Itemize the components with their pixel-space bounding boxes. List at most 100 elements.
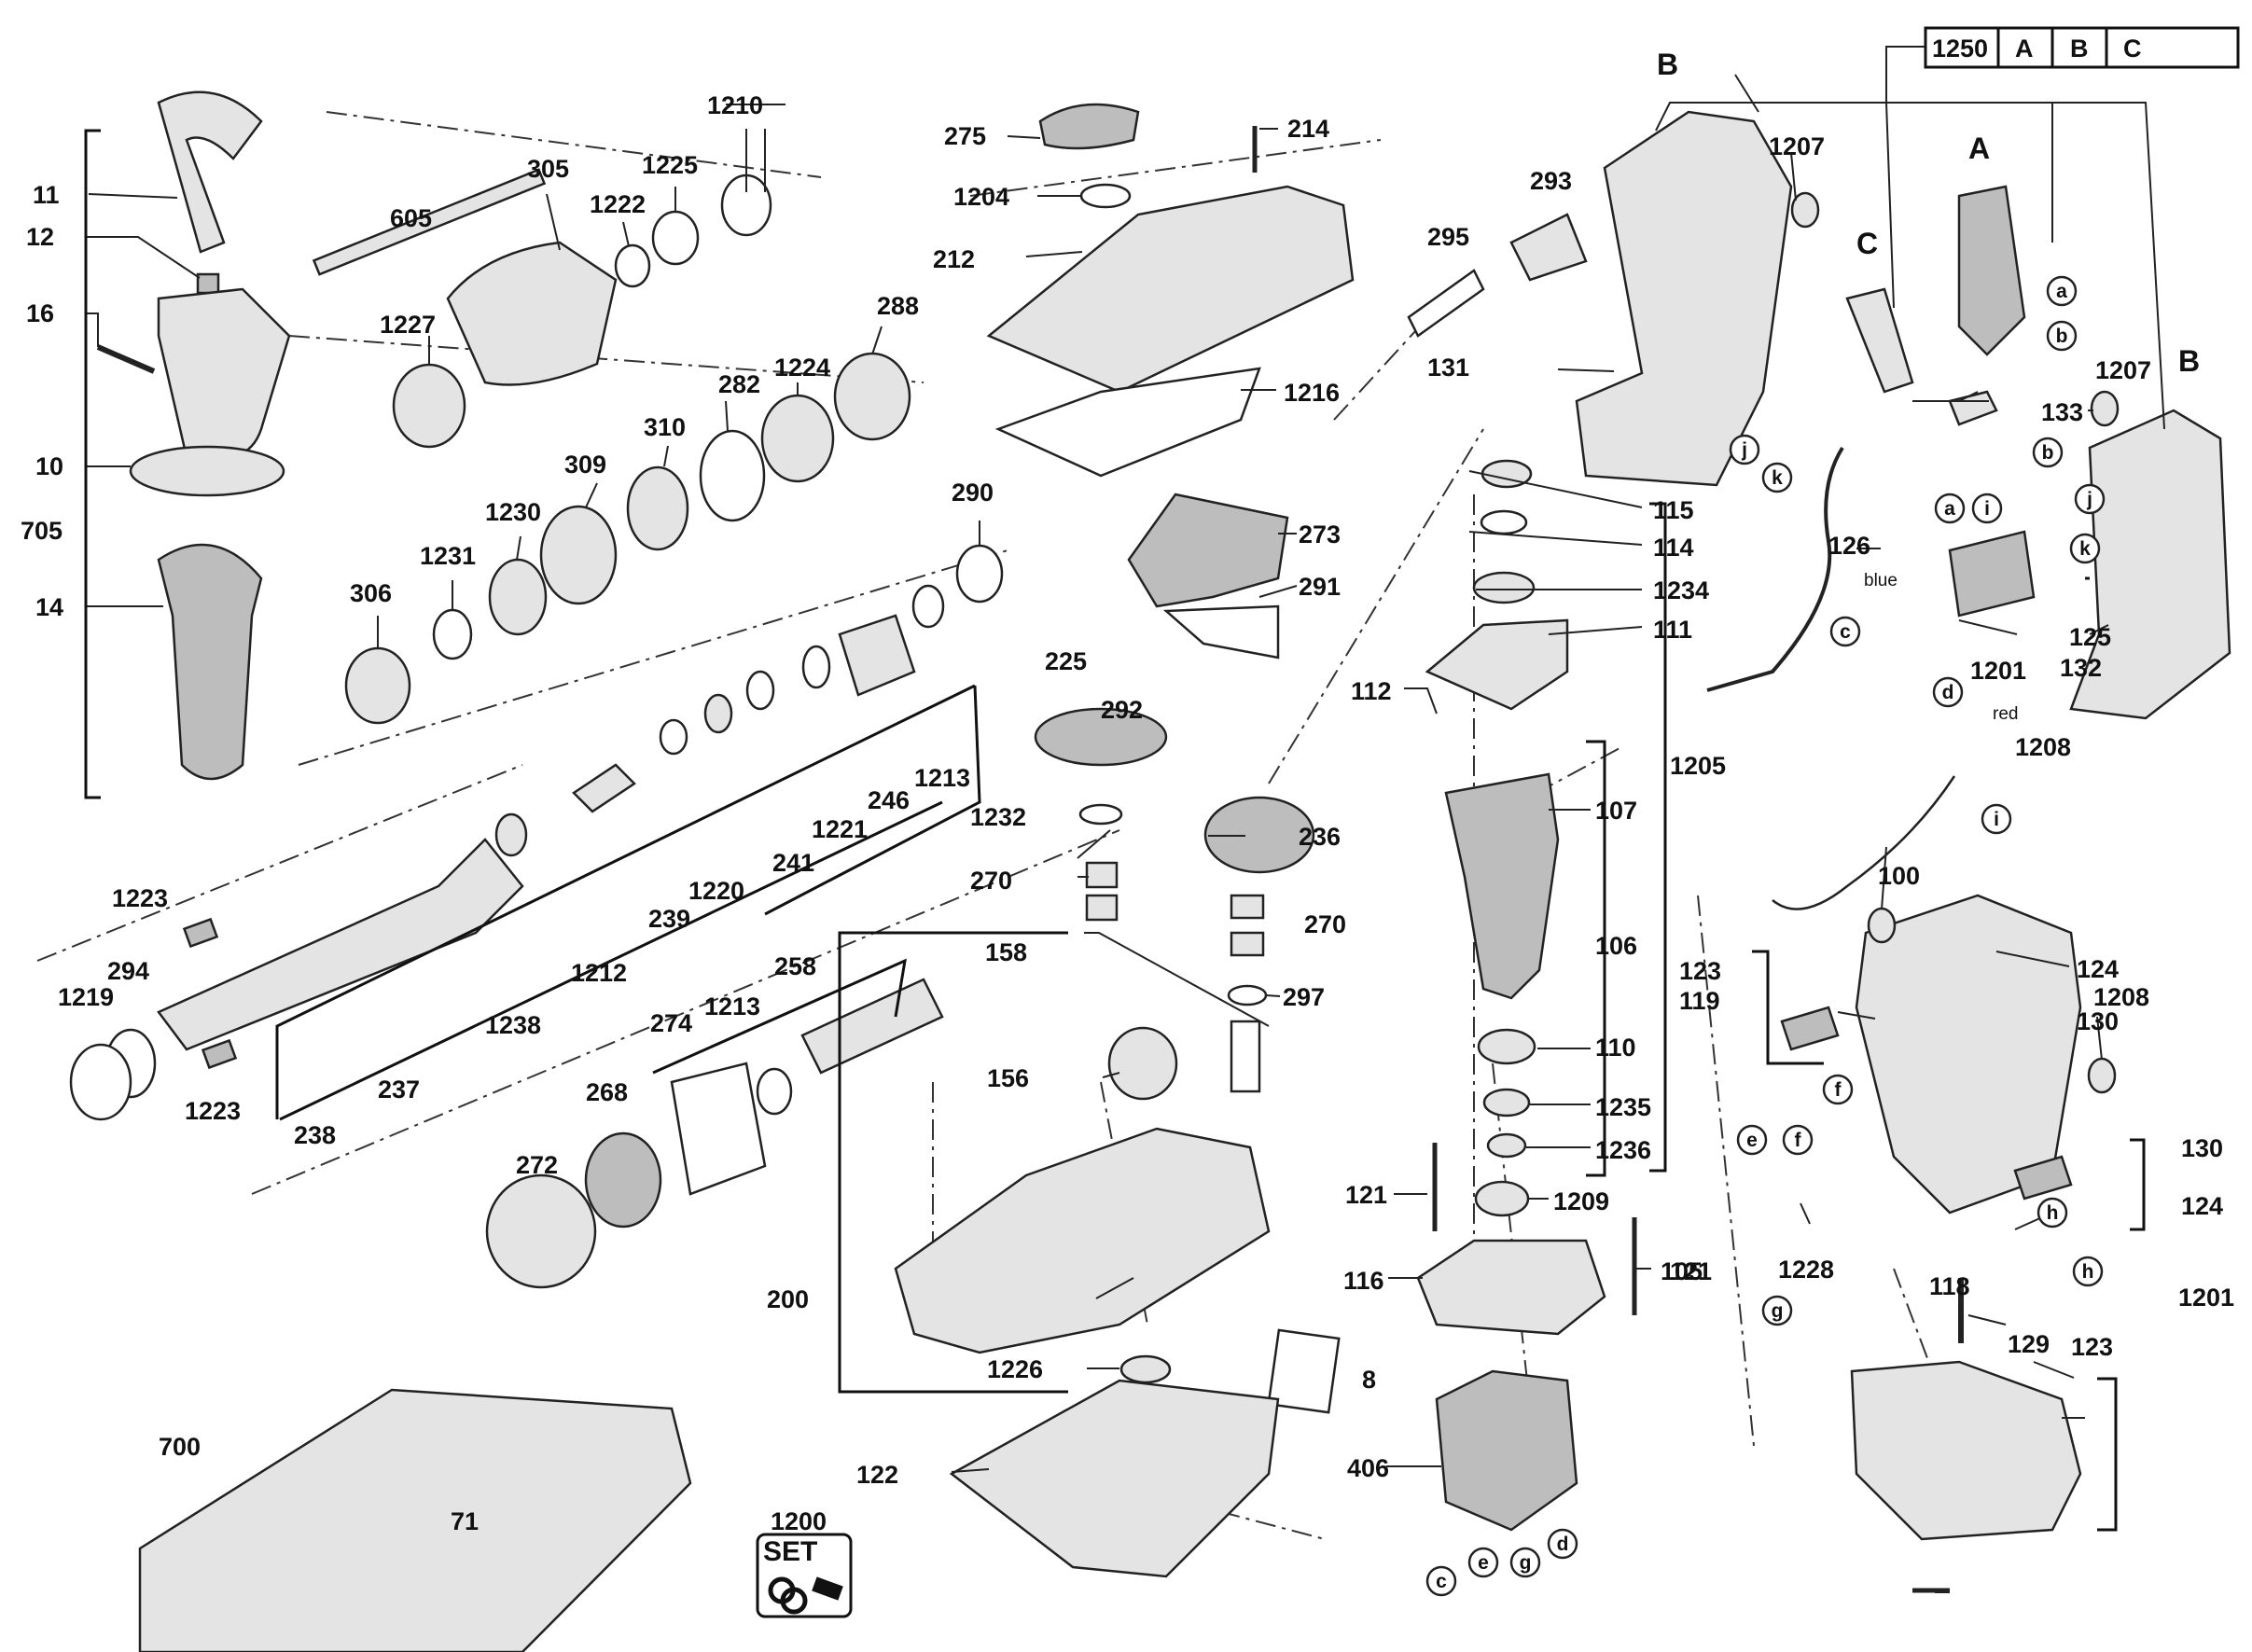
ring-1222 <box>614 243 651 288</box>
wire-letter-c-1: c <box>1425 1565 1457 1597</box>
washer-1208b <box>2087 1057 2117 1094</box>
part-label-1207-63: 1207 <box>1769 132 1825 160</box>
part-label-1221-17: 1221 <box>812 815 868 843</box>
brush-holder-130b <box>2013 1155 2073 1201</box>
part-label-129-93: 129 <box>2008 1330 2050 1358</box>
part-label-1220-19: 1220 <box>688 877 744 905</box>
wire-letter-g-0: g <box>1761 1295 1793 1326</box>
handle-clamp-10 <box>157 287 291 459</box>
part-label-297-51: 297 <box>1283 983 1325 1011</box>
washer-1236 <box>1486 1132 1527 1159</box>
part-label-237-23: 237 <box>378 1076 420 1104</box>
ring-290 <box>955 544 1004 604</box>
part-label-200-53: 200 <box>767 1285 809 1313</box>
bearing-270a <box>1085 861 1119 889</box>
screw-16 <box>96 344 156 374</box>
svg-text:j: j <box>2086 489 2092 510</box>
part-label-123-repeat-6: 123 <box>2071 1333 2113 1361</box>
part-label-705-36: 705 <box>21 517 63 545</box>
part-label-14-37: 14 <box>35 593 63 621</box>
part-label-124-repeat-4: 124 <box>2181 1192 2223 1220</box>
part-label-292-46: 292 <box>1101 696 1143 724</box>
key-1223b <box>201 1038 238 1070</box>
part-label-121-repeat-8: 121 <box>1670 1257 1712 1285</box>
part-label-116-77: 116 <box>1343 1267 1384 1295</box>
conrod-258 <box>800 978 944 1075</box>
part-label-239-20: 239 <box>648 905 690 933</box>
part-label-1225-2: 1225 <box>642 151 698 179</box>
part-label-1236-74: 1236 <box>1595 1136 1651 1164</box>
ring-1213b <box>756 1067 793 1116</box>
sleeve-310 <box>626 465 689 551</box>
wire-letter-j-0: j <box>1729 434 1760 465</box>
part-label-106-71: 106 <box>1595 932 1637 960</box>
part-label-1207-repeat-0: 1207 <box>2095 356 2151 384</box>
svg-text:i: i <box>1994 809 1999 830</box>
part-label-1210-0: 1210 <box>707 91 763 119</box>
plate-291 <box>1162 604 1280 659</box>
ring-1224 <box>760 394 835 483</box>
knob-275 <box>1038 103 1140 150</box>
svg-text:h: h <box>2082 1261 2094 1283</box>
gear-268 <box>584 1131 662 1229</box>
wire-color-red: red <box>1993 704 2018 724</box>
clutch-272 <box>485 1173 597 1289</box>
washer-297 <box>1227 984 1268 1006</box>
wire-letter-g-1: g <box>1509 1547 1541 1578</box>
header-1250: 1250 <box>1932 35 1988 62</box>
part-label-275-38: 275 <box>944 122 986 150</box>
gasket-1216 <box>994 367 1261 478</box>
part-label-288-6: 288 <box>877 292 919 320</box>
svg-text:j: j <box>1741 439 1747 461</box>
section-letter-B-top: B <box>1657 48 1678 81</box>
wire-letter-f-0: f <box>1782 1124 1814 1156</box>
part-label-126-81: 126 <box>1828 532 1870 560</box>
part-label-295-61: 295 <box>1427 223 1469 251</box>
svg-text:d: d <box>1557 1534 1569 1555</box>
part-label-1219-27: 1219 <box>58 983 114 1011</box>
sleeve-305 <box>446 241 618 386</box>
bearing-1234 <box>1472 571 1536 604</box>
svg-text:b: b <box>2056 326 2068 347</box>
part-label-1209-75: 1209 <box>1553 1187 1609 1215</box>
part-label-1213-15: 1213 <box>914 764 970 792</box>
spring-309 <box>539 505 618 605</box>
header-table: 1250 A B C <box>1924 26 2240 69</box>
header-B: B <box>2070 35 2089 62</box>
bushing-1238 <box>494 812 528 857</box>
leader-lines <box>86 46 2165 1593</box>
switch-132 <box>1948 530 2036 618</box>
part-label-310-9: 310 <box>644 413 686 441</box>
ring-1213a <box>911 584 945 629</box>
part-label-118-92: 118 <box>1929 1272 1970 1300</box>
part-label-1232-48: 1232 <box>970 803 1026 831</box>
svg-text:a: a <box>2056 281 2067 302</box>
ring-1220 <box>703 693 733 734</box>
fan-guide-116 <box>1416 1239 1606 1336</box>
wire-letter-a-0: a <box>2046 275 2078 307</box>
part-label-131-62: 131 <box>1427 354 1469 382</box>
part-label-700-57: 700 <box>159 1433 201 1461</box>
part-label-1205-80: 1205 <box>1670 752 1726 780</box>
side-handle-14 <box>157 543 263 781</box>
part-label-1201-repeat-1: 1201 <box>2178 1284 2234 1312</box>
part-label-132-83: 132 <box>2060 654 2102 682</box>
bracket-273 <box>1127 493 1289 608</box>
part-label-11-32: 11 <box>33 181 60 209</box>
part-label-1223-25: 1223 <box>112 884 168 912</box>
part-label-125-82: 125 <box>2069 623 2111 651</box>
svg-text:f: f <box>1835 1079 1842 1101</box>
part-label-225-45: 225 <box>1045 647 1087 675</box>
part-label-1216-42: 1216 <box>1284 379 1340 407</box>
washer-1227 <box>392 363 466 449</box>
part-label-114-66: 114 <box>1653 534 1694 562</box>
part-label-111-68: 111 <box>1653 616 1692 644</box>
part-label-214-39: 214 <box>1287 115 1329 143</box>
spring-605 <box>312 168 547 276</box>
part-label-10-35: 10 <box>35 452 63 480</box>
set-kit-icon <box>756 1533 853 1618</box>
spindle-237 <box>157 838 524 1051</box>
pin-1212 <box>572 763 636 813</box>
part-label-1224-7: 1224 <box>774 354 830 382</box>
